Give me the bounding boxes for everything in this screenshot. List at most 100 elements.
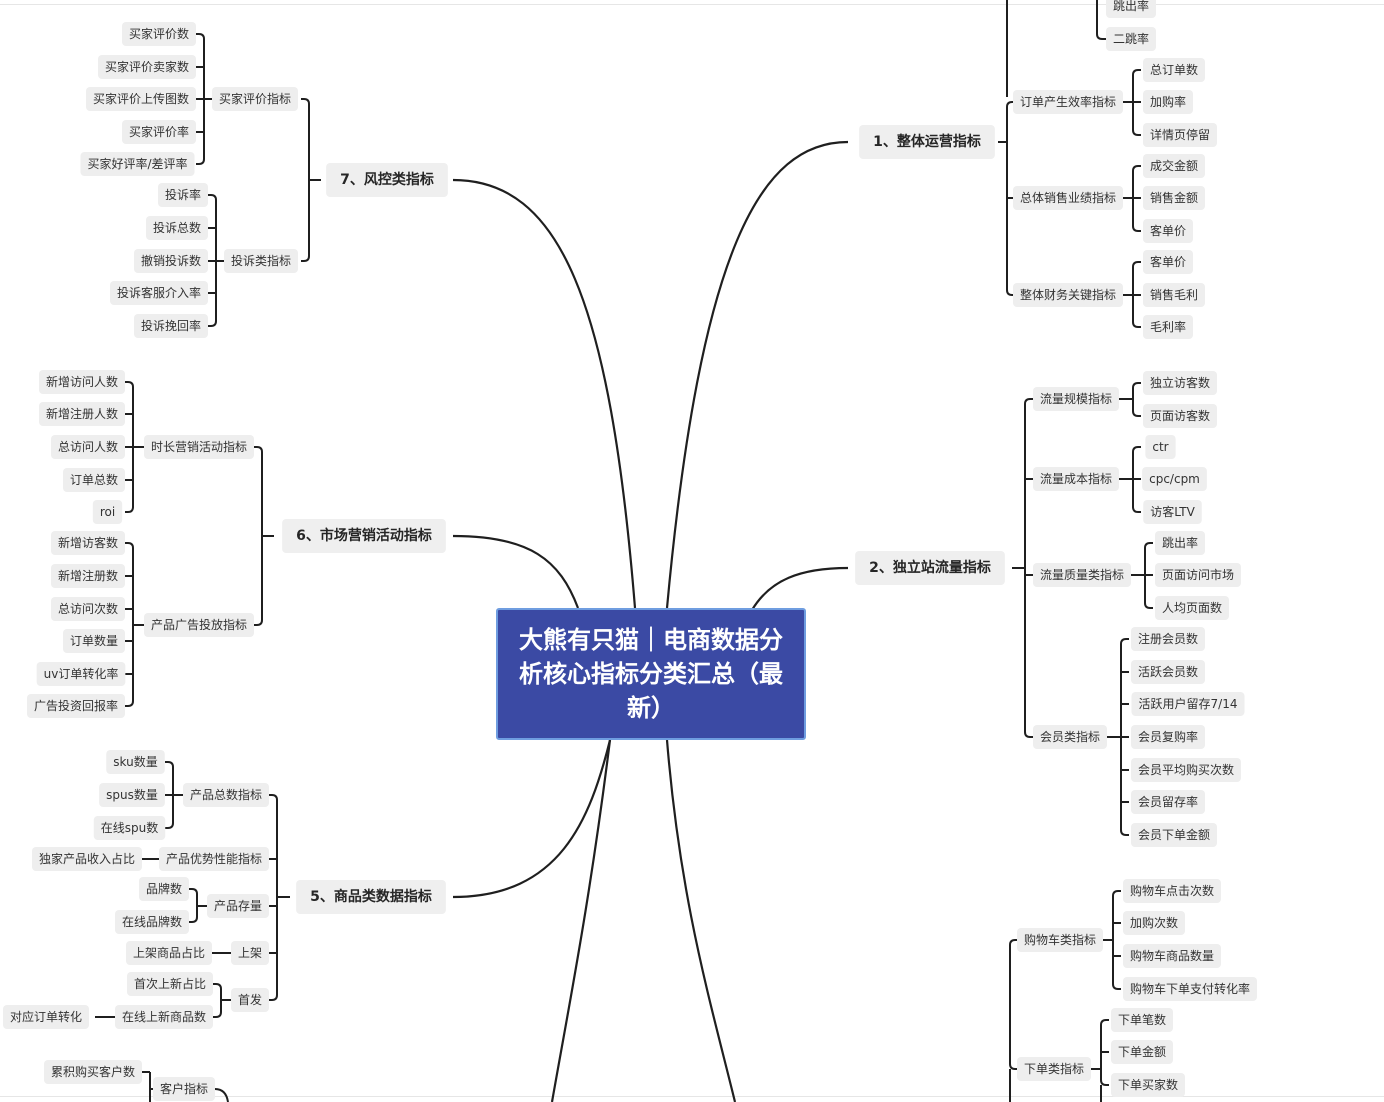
leaf-b4-g0-4[interactable]: 买家好评率/差评率 xyxy=(80,152,195,176)
leaf-b5-g0-1[interactable]: 新增注册人数 xyxy=(38,402,126,426)
leaf-b2-g2-2[interactable]: 人均页面数 xyxy=(1154,596,1230,620)
group-b4-1[interactable]: 投诉类指标 xyxy=(223,249,299,273)
leaf-b2-g1-1[interactable]: cpc/cpm xyxy=(1142,467,1207,491)
leaf-b2-g0-1[interactable]: 页面访客数 xyxy=(1142,404,1218,428)
curve-branch-2 xyxy=(751,566,849,611)
leaf-b2-g1-2[interactable]: 访客LTV xyxy=(1143,500,1202,524)
branch-marketing[interactable]: 6、市场营销活动指标 xyxy=(282,519,446,553)
group-b3-0[interactable]: 购物车类指标 xyxy=(1016,928,1104,952)
leaf-b2-g3-1[interactable]: 活跃会员数 xyxy=(1130,660,1206,684)
leaf-b6-g0-1[interactable]: spus数量 xyxy=(99,783,165,807)
leaf-b2-g2-0[interactable]: 跳出率 xyxy=(1154,531,1206,555)
leaf-b5-g1-1[interactable]: 新增注册数 xyxy=(50,564,126,588)
root-node[interactable]: 大熊有只猫｜电商数据分析核心指标分类汇总（最新） xyxy=(496,608,806,740)
leaf-b3-g1-2[interactable]: 下单买家数 xyxy=(1110,1073,1186,1097)
leaf-b7-g0-0[interactable]: 累积购买客户数 xyxy=(43,1060,143,1084)
leaf-b5-g1-0[interactable]: 新增访客数 xyxy=(50,531,126,555)
leaf-b2-g3-2[interactable]: 活跃用户留存7/14 xyxy=(1131,692,1245,716)
leaf-b5-g0-0[interactable]: 新增访问人数 xyxy=(38,370,126,394)
leaf-b1-g1-2[interactable]: 详情页停留 xyxy=(1142,123,1218,147)
leaf-b6-g2-0[interactable]: 品牌数 xyxy=(138,877,190,901)
leaf-b4-g0-2[interactable]: 买家评价上传图数 xyxy=(85,87,197,111)
group-b1-3[interactable]: 整体财务关键指标 xyxy=(1012,283,1124,307)
group-b2-2[interactable]: 流量质量类指标 xyxy=(1032,563,1132,587)
group-b1-1-label: 订单产生效率指标 xyxy=(1020,94,1116,109)
group-b6-2[interactable]: 产品存量 xyxy=(206,894,270,918)
leaf-b2-g3-1-bg xyxy=(1130,660,1206,684)
leaf-b4-g1-2-bg xyxy=(133,249,209,273)
branch-risk-control[interactable]: 7、风控类指标 xyxy=(326,163,448,197)
group-b6-3[interactable]: 上架 xyxy=(230,941,270,965)
leaf-b5-g0-3[interactable]: 订单总数 xyxy=(62,468,126,492)
group-b1-1[interactable]: 订单产生效率指标 xyxy=(1012,90,1124,114)
leaf-b4-g0-1[interactable]: 买家评价卖家数 xyxy=(97,55,197,79)
leaf-b6-g4-1[interactable]: 在线上新商品数 xyxy=(114,1005,214,1029)
leaf-b3-g1-0[interactable]: 下单笔数 xyxy=(1110,1008,1174,1032)
leaf-b5-g1-4[interactable]: uv订单转化率 xyxy=(36,662,126,686)
leaf-b5-g0-4[interactable]: roi xyxy=(92,500,123,524)
leaf-b1-g2-0[interactable]: 成交金额 xyxy=(1142,154,1206,178)
leaf-b6-g0-0[interactable]: sku数量 xyxy=(106,750,165,774)
leaf-b2-g2-2-label: 人均页面数 xyxy=(1162,600,1222,615)
leaf-b6-g2-1[interactable]: 在线品牌数 xyxy=(114,910,190,934)
leaf-b2-g0-0[interactable]: 独立访客数 xyxy=(1142,371,1218,395)
group-b6-1[interactable]: 产品优势性能指标 xyxy=(158,847,270,871)
leaf-b5-g0-2[interactable]: 总访问人数 xyxy=(50,435,126,459)
leaf-b3-g1-1[interactable]: 下单金额 xyxy=(1110,1040,1174,1064)
leaf-b4-g1-2[interactable]: 撤销投诉数 xyxy=(133,249,209,273)
group-b6-0[interactable]: 产品总数指标 xyxy=(182,783,270,807)
leaf-b6-g0-2[interactable]: 在线spu数 xyxy=(93,816,166,840)
branch-overall-ops[interactable]: 1、整体运营指标 xyxy=(859,125,995,159)
leaf-b2-g0-1-bg xyxy=(1142,404,1218,428)
group-b2-3[interactable]: 会员类指标 xyxy=(1032,725,1108,749)
group-b5-0[interactable]: 时长营销活动指标 xyxy=(143,435,255,459)
leaf-b2-g3-3[interactable]: 会员复购率 xyxy=(1130,725,1206,749)
leaf-b5-g1-2[interactable]: 总访问次数 xyxy=(50,597,126,621)
leaf-b4-g0-0[interactable]: 买家评价数 xyxy=(121,22,197,46)
leaf-b1-g1-0[interactable]: 总订单数 xyxy=(1142,58,1206,82)
b1-g1-stub-2 xyxy=(1132,129,1141,136)
leaf-b3-g0-2[interactable]: 购物车商品数量 xyxy=(1122,944,1222,968)
leaf-b6-g2-1-bg xyxy=(114,910,190,934)
leaf-b4-g1-3[interactable]: 投诉客服介入率 xyxy=(109,281,209,305)
group-b5-1[interactable]: 产品广告投放指标 xyxy=(143,613,255,637)
leaf-b1-g2-2[interactable]: 客单价 xyxy=(1142,219,1194,243)
leaf-b2-g3-6[interactable]: 会员下单金额 xyxy=(1130,823,1218,847)
leaf-b2-g3-4[interactable]: 会员平均购买次数 xyxy=(1130,758,1242,782)
group-b2-1[interactable]: 流量成本指标 xyxy=(1032,467,1120,491)
group-b1-2[interactable]: 总体销售业绩指标 xyxy=(1012,186,1124,210)
leaf-b5-g1-5[interactable]: 广告投资回报率 xyxy=(26,694,126,718)
group-b2-0[interactable]: 流量规模指标 xyxy=(1032,387,1120,411)
leaf-b1-g0-1[interactable]: 二跳率 xyxy=(1105,27,1157,51)
leaf-b3-g0-0[interactable]: 购物车点击次数 xyxy=(1122,879,1222,903)
group-b6-4[interactable]: 首发 xyxy=(230,988,270,1012)
leaf-b6-g3-0[interactable]: 上架商品占比 xyxy=(125,941,213,965)
leaf-b1-g0-0[interactable]: 跳出率 xyxy=(1105,0,1157,18)
leaf-b1-g1-1[interactable]: 加购率 xyxy=(1142,90,1194,114)
group-b7-0[interactable]: 客户指标 xyxy=(152,1077,216,1101)
leaf-b5-g1-0-bg xyxy=(50,531,126,555)
group-b4-0[interactable]: 买家评价指标 xyxy=(211,87,299,111)
leaf-b4-g0-3[interactable]: 买家评价率 xyxy=(121,120,197,144)
leaf-b6-g4-0[interactable]: 首次上新占比 xyxy=(126,972,214,996)
leaf-first-launch-conversion[interactable]: 对应订单转化 xyxy=(2,1005,90,1029)
leaf-b1-g3-1[interactable]: 销售毛利 xyxy=(1142,283,1206,307)
branch-site-traffic[interactable]: 2、独立站流量指标 xyxy=(855,551,1005,585)
leaf-b4-g1-0[interactable]: 投诉率 xyxy=(157,183,209,207)
leaf-b5-g0-1-label: 新增注册人数 xyxy=(46,406,118,421)
leaf-b4-g1-1[interactable]: 投诉总数 xyxy=(145,216,209,240)
leaf-b3-g0-1[interactable]: 加购次数 xyxy=(1122,911,1186,935)
leaf-b1-g3-2[interactable]: 毛利率 xyxy=(1142,315,1194,339)
leaf-b6-g1-0[interactable]: 独家产品收入占比 xyxy=(31,847,143,871)
leaf-b2-g1-0[interactable]: ctr xyxy=(1145,435,1176,459)
leaf-b5-g1-3[interactable]: 订单数量 xyxy=(62,629,126,653)
leaf-b2-g3-0[interactable]: 注册会员数 xyxy=(1130,627,1206,651)
leaf-b3-g0-3[interactable]: 购物车下单支付转化率 xyxy=(1122,977,1258,1001)
leaf-b1-g3-0[interactable]: 客单价 xyxy=(1142,250,1194,274)
leaf-b2-g3-5[interactable]: 会员留存率 xyxy=(1130,790,1206,814)
leaf-b4-g1-4[interactable]: 投诉挽回率 xyxy=(133,314,209,338)
group-b3-1[interactable]: 下单类指标 xyxy=(1016,1057,1092,1081)
leaf-b1-g2-1[interactable]: 销售金额 xyxy=(1142,186,1206,210)
leaf-b2-g2-1[interactable]: 页面访问市场 xyxy=(1154,563,1242,587)
branch-products[interactable]: 5、商品类数据指标 xyxy=(296,880,446,914)
